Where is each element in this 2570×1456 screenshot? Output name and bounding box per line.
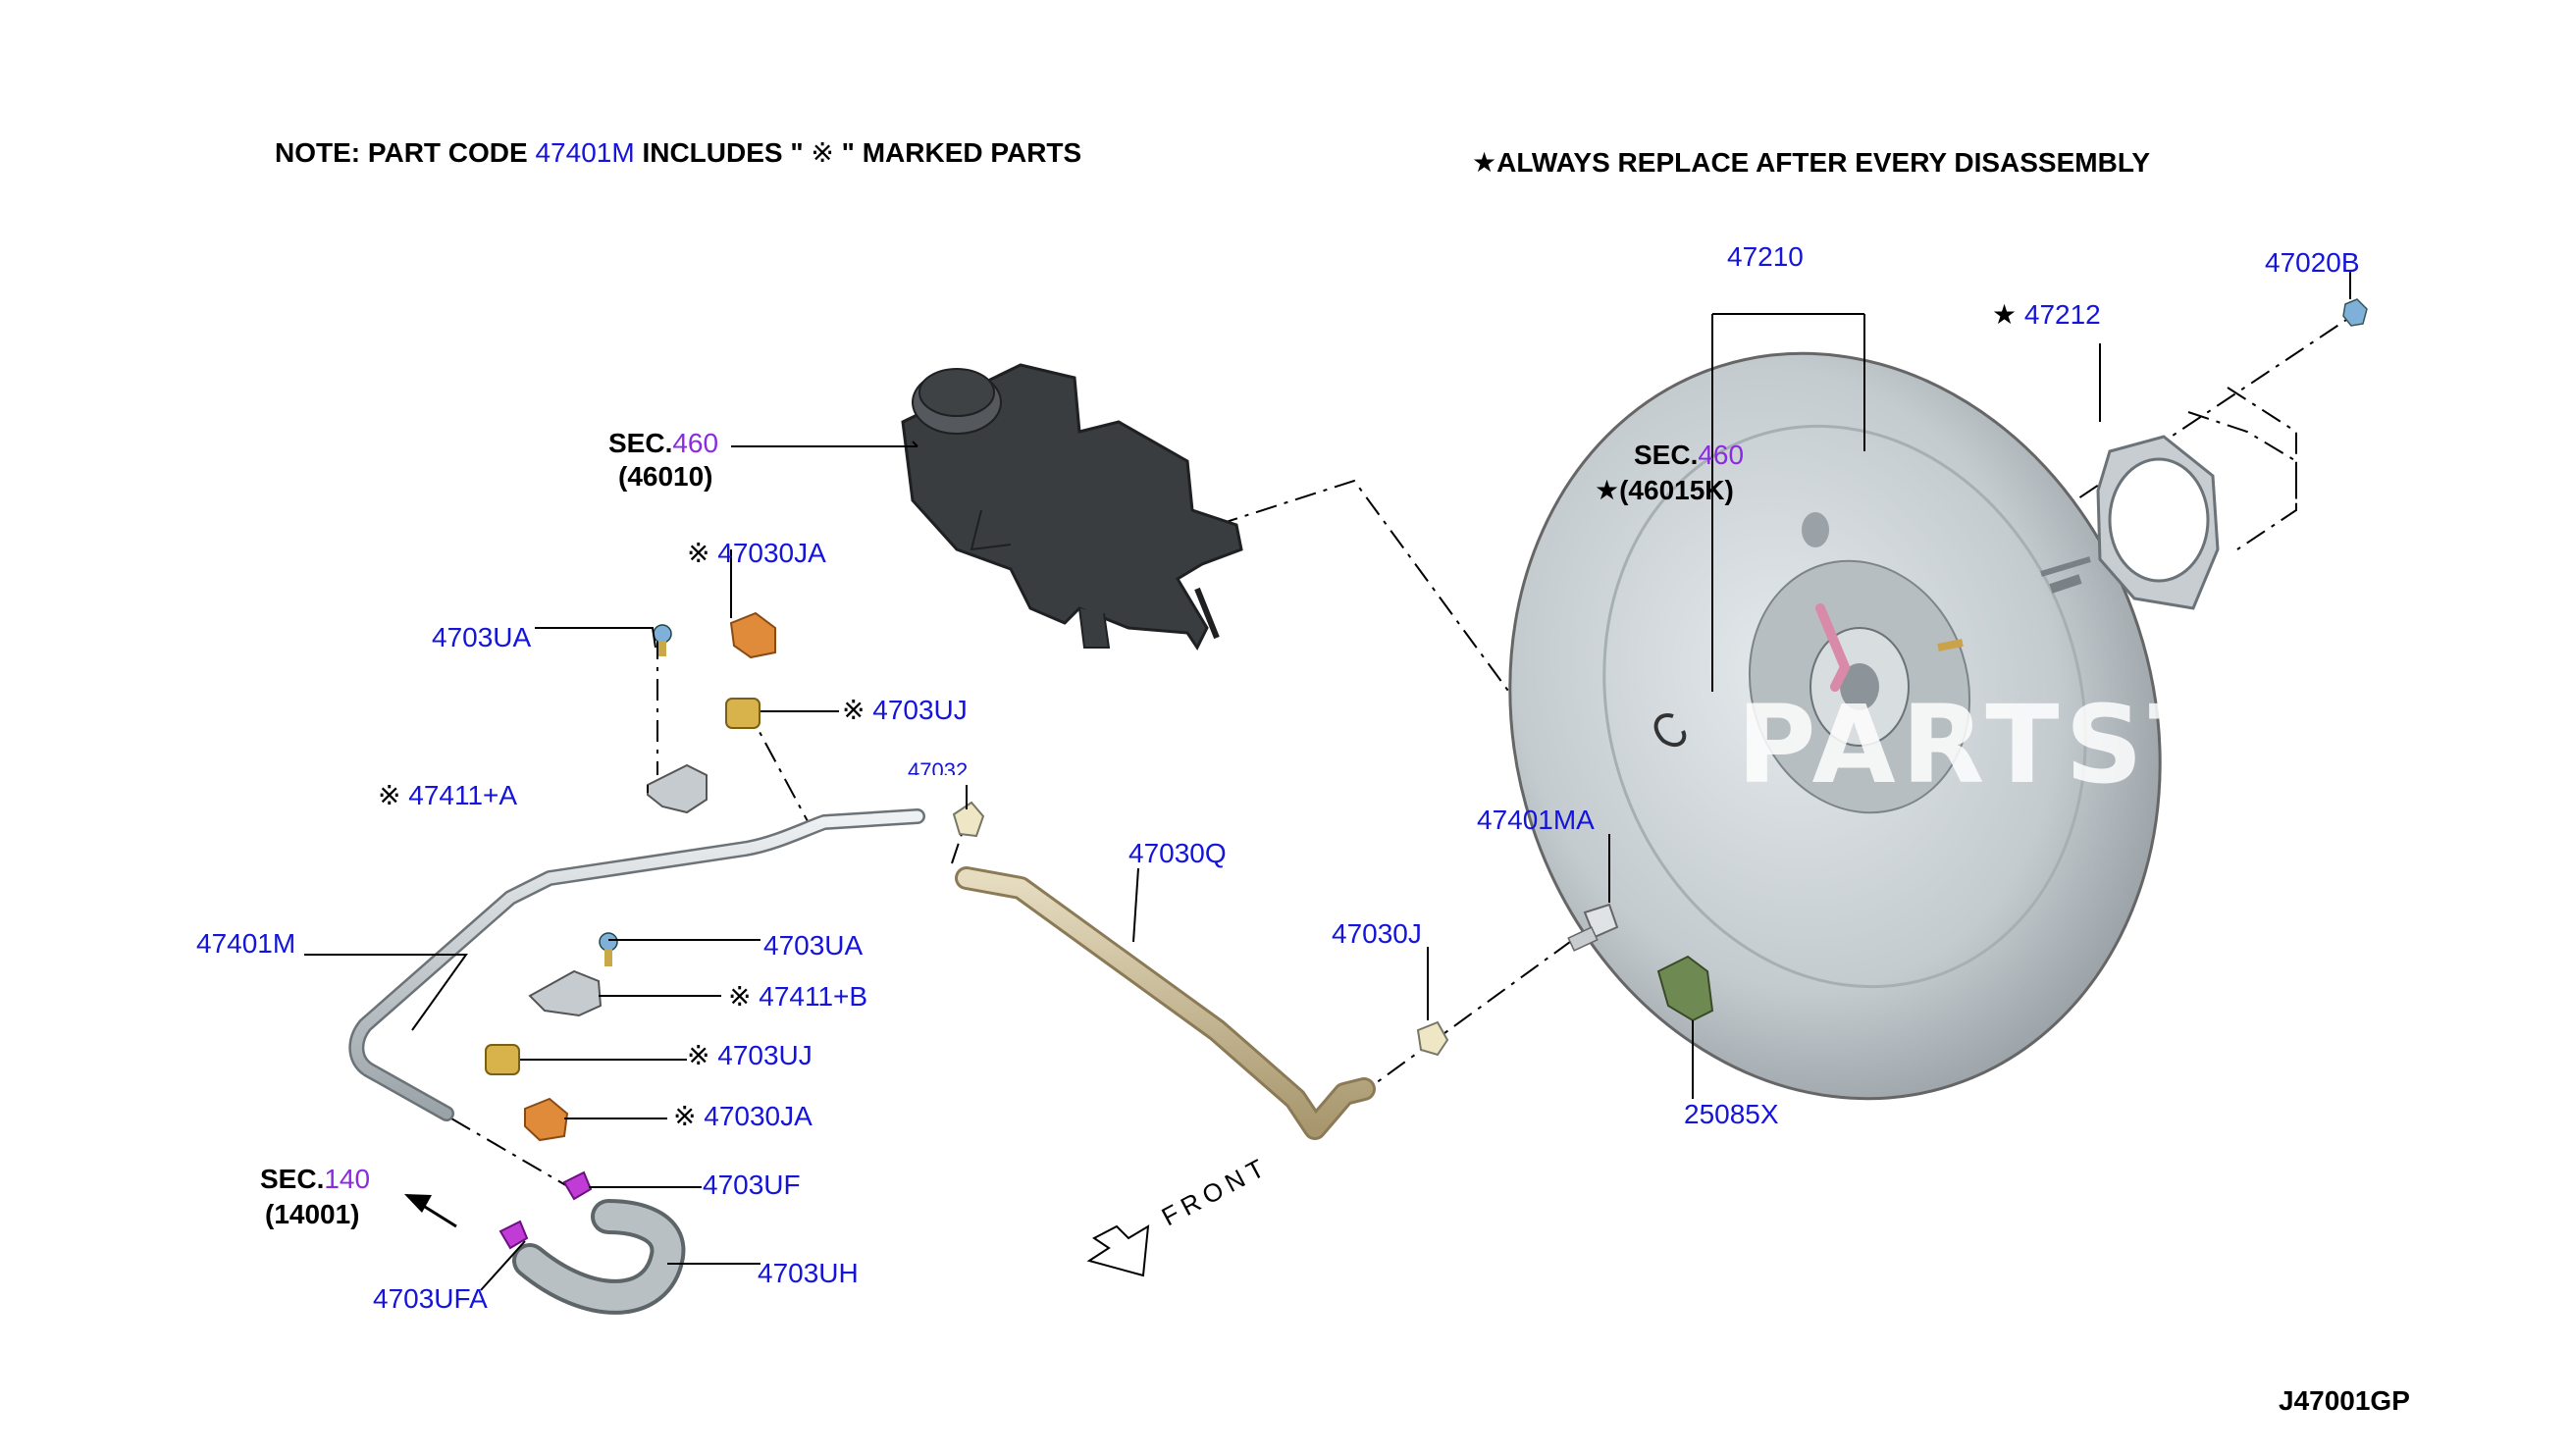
sec-engine-code: (14001): [265, 1199, 360, 1229]
gasket-47212: [2096, 435, 2220, 610]
part-4703UH[interactable]: 4703UH: [758, 1258, 859, 1288]
note-part-code-value: 47401M: [535, 137, 635, 168]
part-4703UJ-top[interactable]: ※ 4703UJ: [842, 695, 968, 726]
part-47030JA-low[interactable]: ※ 47030JA: [673, 1101, 813, 1132]
sec-engine: SEC.140: [260, 1164, 370, 1195]
gasket-box-1: [2187, 411, 2297, 550]
part-4703UF[interactable]: 4703UF: [703, 1170, 801, 1200]
note-prefix: NOTE: PART CODE: [275, 137, 528, 168]
nut-47020B: [2342, 298, 2368, 327]
asterisk-mark-icon: ※: [673, 1100, 697, 1132]
part-number: 47030JA: [717, 538, 826, 568]
engine-direction-arrow: [404, 1194, 457, 1228]
sec-prefix: SEC.: [608, 428, 673, 458]
asterisk-mark-icon: ※: [842, 694, 865, 726]
part-4703UJ-low[interactable]: ※ 4703UJ: [687, 1040, 813, 1071]
asterisk-mark-icon: ※: [378, 779, 401, 811]
note-replace-text: ALWAYS REPLACE AFTER EVERY DISASSEMBLY: [1496, 147, 2151, 178]
asterisk-mark-icon: ※: [687, 537, 710, 569]
sec-prefix: SEC.: [260, 1164, 325, 1194]
note-part-code: NOTE: PART CODE 47401M INCLUDES " ※ " MA…: [275, 137, 1081, 169]
hose-4703UH: [512, 1199, 686, 1315]
star-icon: ★: [1472, 146, 1497, 179]
asterisk-mark-icon: ※: [687, 1039, 710, 1071]
watermark: PARTST: [1737, 682, 2229, 807]
note-suffix: " MARKED PARTS: [841, 137, 1082, 168]
sec-master-cylinder-code: (46010): [618, 461, 713, 492]
star-icon: ★: [1595, 474, 1620, 506]
part-number: 4703UJ: [717, 1040, 813, 1070]
front-arrow: FRONT: [1086, 1151, 1275, 1277]
part-number: 47411+A: [408, 780, 518, 810]
asterisk-mark-icon: ※: [728, 980, 752, 1013]
sec-master-cylinder: SEC.460: [608, 428, 718, 459]
sec-booster-code: ★(46015K): [1595, 475, 1734, 506]
part-25085X[interactable]: 25085X: [1684, 1099, 1779, 1129]
part-47030JA-top[interactable]: ※ 47030JA: [687, 538, 826, 569]
part-47210[interactable]: 47210: [1727, 241, 1804, 272]
part-number: 47411+B: [759, 981, 868, 1012]
lower-line: [450, 1118, 570, 1188]
sec-number: 460: [1698, 440, 1745, 470]
part-47401M[interactable]: 47401M: [196, 928, 296, 959]
part-47020B[interactable]: 47020B: [2265, 247, 2360, 278]
part-47030Q[interactable]: 47030Q: [1128, 838, 1227, 868]
diagram-id: J47001GP: [2279, 1385, 2410, 1416]
part-4703UA-top[interactable]: 4703UA: [432, 622, 532, 652]
part-47212[interactable]: ★ 47212: [1992, 299, 2101, 331]
retaining-ring: [1653, 713, 1687, 748]
sec-number: 140: [324, 1164, 371, 1194]
part-4703UA-low[interactable]: 4703UA: [763, 930, 864, 961]
note-mark-symbol: ※: [811, 136, 834, 169]
part-number: 4703UJ: [872, 695, 968, 725]
hose-47030Q: [955, 866, 1376, 1140]
part-number: 47030JA: [704, 1101, 813, 1131]
leader-lines: [304, 270, 2351, 1291]
master-cylinder: [901, 363, 1243, 650]
note-replace: ★ALWAYS REPLACE AFTER EVERY DISASSEMBLY: [1472, 147, 2150, 179]
gasket-box-2: [2227, 387, 2297, 510]
small-parts: [485, 611, 1714, 1250]
sec-code: (46015K): [1619, 475, 1734, 505]
sec-booster: SEC.460: [1634, 440, 1744, 471]
part-number: 47212: [2023, 299, 2101, 330]
part-4703-partial[interactable]: 47032: [908, 758, 969, 775]
part-47411B[interactable]: ※ 47411+B: [728, 981, 867, 1013]
part-47401MA[interactable]: 47401MA: [1477, 805, 1595, 835]
grommet-line: [745, 705, 815, 835]
part-4703UFA[interactable]: 4703UFA: [373, 1283, 488, 1314]
vacuum-tube-47401M: [348, 808, 925, 1121]
part-47411A[interactable]: ※ 47411+A: [378, 780, 517, 811]
star-icon: ★: [1992, 298, 2018, 331]
sec-prefix: SEC.: [1634, 440, 1699, 470]
brake-booster: [1508, 351, 2162, 1101]
note-includes: INCLUDES ": [642, 137, 804, 168]
sec-number: 460: [672, 428, 719, 458]
part-47030J[interactable]: 47030J: [1332, 918, 1422, 949]
front-label: FRONT: [1157, 1151, 1275, 1232]
